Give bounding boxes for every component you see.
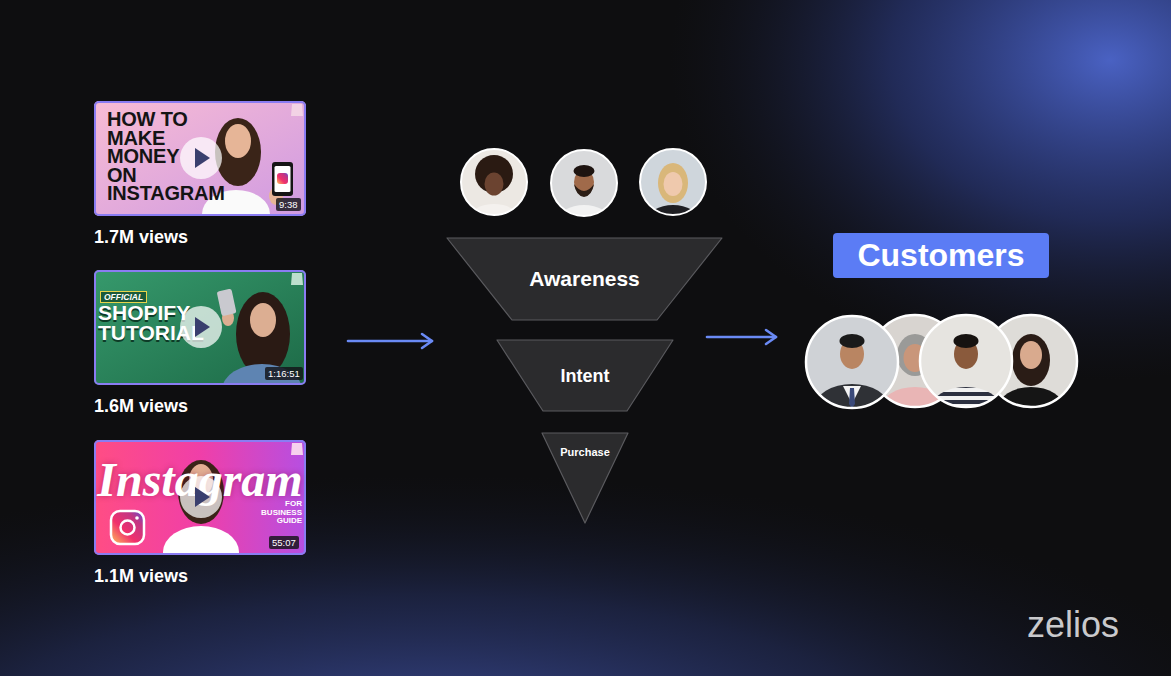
video-title: HOW TO MAKE MONEY ON INSTAGRAM: [107, 110, 207, 203]
flow-arrow: [707, 336, 776, 339]
thumbnail-art: [94, 270, 306, 385]
avatar-ring: [806, 316, 898, 408]
funnel-outline: [542, 433, 628, 523]
play-button: [180, 137, 222, 179]
play-icon: [195, 148, 210, 168]
funnel-outline: [497, 340, 673, 411]
tie: [849, 388, 855, 408]
shopify-logo: [291, 104, 303, 116]
play-button: [180, 306, 222, 348]
view-count: 1.1M views: [94, 565, 188, 587]
thumbnail-background: [94, 270, 306, 385]
video-thumbnail: InstagramFOR BUSINESS GUIDE55:071.1M vie…: [94, 440, 306, 555]
badge-text: OFFICIAL: [100, 291, 147, 303]
hair: [954, 334, 979, 348]
body: [470, 204, 518, 232]
stage-label: Purchase: [542, 446, 628, 459]
view-count: 1.6M views: [94, 395, 188, 417]
avatar-ring: [461, 149, 527, 215]
avatar-ring: [920, 315, 1012, 407]
body: [222, 364, 302, 385]
avatar-ring: [551, 150, 617, 216]
hair: [1012, 334, 1050, 386]
avatar-ring: [640, 149, 706, 215]
video-thumbnail: OFFICIALSHOPIFY TUTORIAL1:16:511.6M view…: [94, 270, 306, 385]
heading-label: Customers: [833, 233, 1049, 278]
body: [202, 190, 270, 216]
face: [1020, 341, 1042, 369]
face: [225, 124, 251, 158]
funnel-stage: Intent: [497, 340, 673, 411]
play-icon: [195, 487, 210, 507]
hair: [236, 292, 290, 376]
phone-screen: [275, 166, 291, 192]
hair: [574, 165, 595, 177]
avatar: [550, 149, 618, 235]
customers-badge: Customers: [833, 233, 1049, 278]
shopify-logo: [291, 443, 303, 455]
hair: [658, 163, 688, 203]
body: [163, 526, 239, 555]
phone: [217, 289, 237, 317]
instagram-icon: [111, 511, 144, 544]
beard: [574, 184, 594, 197]
avatar: [639, 148, 707, 235]
face: [664, 172, 683, 196]
hair: [215, 118, 261, 186]
thumbnail-background: [94, 101, 306, 216]
stage-label: Awareness: [447, 267, 722, 291]
avatar: [806, 316, 898, 430]
face: [485, 173, 504, 196]
video-title: SHOPIFY TUTORIAL: [98, 303, 210, 343]
stage-label: Intent: [497, 365, 673, 387]
face: [250, 303, 276, 337]
connectors: [348, 337, 776, 341]
video-thumbnail: HOW TO MAKE MONEY ON INSTAGRAM9:381.7M v…: [94, 101, 306, 216]
video-title: Instagram: [96, 455, 304, 505]
flow-arrow: [348, 340, 432, 343]
funnel-stage: Purchase: [542, 433, 628, 523]
instagram-icon: [121, 521, 135, 535]
duration-badge: 1:16:51: [265, 367, 303, 380]
watermark: zelios: [1027, 605, 1119, 645]
view-count: 1.7M views: [94, 226, 188, 248]
instagram-icon: [135, 516, 139, 520]
phone: [272, 162, 293, 196]
funnel-outline: [447, 238, 722, 320]
avatar: [920, 315, 1012, 429]
duration-badge: 9:38: [276, 198, 301, 211]
thumbnail-art: [94, 101, 306, 216]
video-subtitle: FOR BUSINESS GUIDE: [260, 500, 302, 526]
hair: [840, 334, 865, 348]
duration-badge: 55:07: [269, 536, 299, 549]
play-icon: [195, 317, 210, 337]
play-button: [180, 476, 222, 518]
avatar: [460, 148, 528, 232]
avatar-background: [806, 316, 898, 408]
instagram-icon: [277, 173, 288, 184]
funnel-stage: Awareness: [447, 238, 722, 320]
thumbnail-art: [94, 440, 306, 555]
shopify-logo: [291, 273, 303, 285]
